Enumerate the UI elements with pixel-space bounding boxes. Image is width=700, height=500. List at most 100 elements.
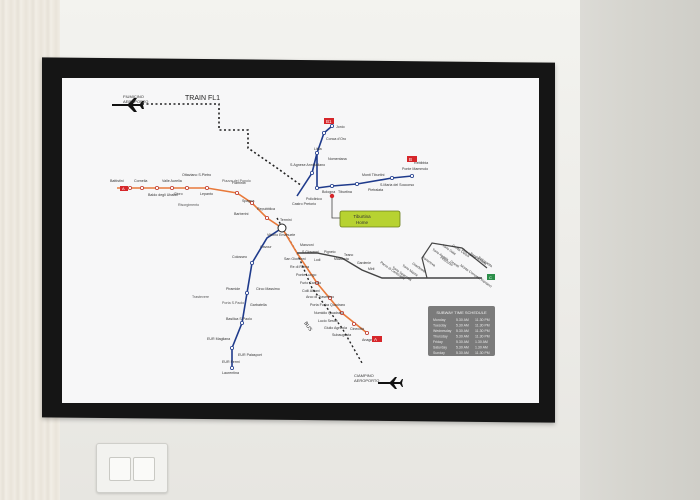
airplane-icon [112,98,144,112]
station-label: EUR Magliana [207,337,230,341]
station-label: Jonio [336,125,345,129]
schedule-day: Friday [433,340,443,344]
fiumicino-label-2: AEROPORTO [123,99,148,104]
landmark-label: Piazza del Popolo [222,179,251,183]
schedule-day: Thursday [433,335,448,339]
station-label: Arco di Travertino [306,295,334,299]
light-switch-left[interactable] [109,457,131,481]
station-label: Subaugusta [332,333,351,337]
station-label: Cavour [260,245,272,249]
station-label: Malatesta [334,257,349,261]
ciampino-label-2: AEROPORTO [354,378,379,383]
station-label: Repubblica [257,207,275,211]
station-label: Baldo degli Ubaldi [148,193,177,197]
station-label: EUR Fermi [222,360,240,364]
station-label: Anagnina [362,338,377,342]
station-label: Finocchio [439,256,453,268]
train-label: TRAIN FL1 [185,95,220,102]
schedule-open: 5.30 AM [456,318,469,322]
station-label: Bologna [322,190,335,194]
station-label: Conca d'Oro [326,137,346,141]
callout-line-2: Home [356,220,369,225]
schedule-close: 11.30 PM [475,335,490,339]
station-label: Monti Tiburtini [362,173,385,177]
station-label: Gardenie [357,261,371,265]
schedule-open: 5.30 AM [456,346,469,350]
train-fl1-line [142,103,303,187]
station-label: Cornelia [134,179,147,183]
station-label: Furio Camillo [300,281,321,285]
line-a-stations [128,186,369,335]
tiburtina-home-callout [339,210,401,228]
station-label: Basilica S.Paolo [226,317,252,321]
line-b-stations [229,124,414,370]
metro-line-c-branch [421,242,488,279]
subway-time-schedule: SUBWAY TIME SCHEDULE Monday 5.30 AM 11.3… [428,306,495,356]
station-label: Teano [344,253,353,257]
station-label: Colli Albani [302,289,320,293]
station-label: Cipro [174,192,183,196]
metro-line-c [297,252,482,279]
station-label: S.Agnese Annibaliano [290,163,325,167]
station-label: Ponte Mammolo [402,167,428,171]
bus-line [276,217,363,364]
station-label: San Giovanni [284,257,306,261]
station-label: Cinecittà [350,327,364,331]
station-label: Barberini [234,212,249,216]
station-label: Manzoni [300,243,314,247]
station-label: Garbatella [250,303,267,307]
station-label: S.Giovanni [302,250,319,254]
schedule-day: Sunday [433,351,445,355]
station-label: Circo Massimo [256,287,280,291]
station-label: Flaminio [232,181,246,185]
station-label: Policlinico [306,197,322,201]
station-label: Pigneto [324,250,336,254]
callout-connector [331,198,340,219]
station-label: Termini [280,218,292,222]
station-label: Pietralata [368,188,383,192]
station-label: Re di Roma [290,265,309,269]
landmark-label: Risorgimento [178,203,199,207]
station-label: Ponte Lungo [296,273,316,277]
schedule-day: Wednesday [433,329,452,333]
metro-map: FIUMICINO AEROPORTO TRAIN FL1 BUS CIAMPI… [110,94,495,389]
line-badge-a-right: A [372,336,382,342]
station-label: Torrenova [421,256,436,268]
station-label: Lodi [314,258,321,262]
schedule-close: 11.30 PM [475,329,490,333]
metro-map-poster: FIUMICINO AEROPORTO TRAIN FL1 BUS CIAMPI… [62,78,539,403]
callout-line-1: Tiburtina [353,214,371,219]
schedule-day: Tuesday [433,324,447,328]
termini-hub [277,223,287,233]
line-badge-a-left: A [120,186,128,191]
schedule-open: 5.30 AM [456,335,469,339]
light-switch-plate[interactable] [96,443,168,493]
schedule-open: 5.30 AM [456,329,469,333]
svg-text:B: B [409,157,412,162]
station-label: Mirti [368,267,375,271]
station-label: EUR Palasport [238,353,262,357]
schedule-open: 5.30 AM [456,340,469,344]
station-label: Giulio Agricola [324,326,347,330]
svg-text:C: C [489,275,492,280]
station-label: Valle Aurelia [162,179,182,183]
station-label: Ottaviano S.Pietro [182,173,211,177]
line-badge-b-top: B1 [324,118,334,124]
svg-text:A: A [122,186,125,191]
station-label: Colosseo [232,255,247,259]
landmark-label: Porta S.Paolo [222,301,244,305]
home-marker [329,193,335,199]
shadowed-wall-corner [580,0,700,500]
line-badge-b-right: B [407,156,417,162]
station-label: Graniti [449,260,460,269]
schedule-open: 5.30 AM [456,351,469,355]
station-label: Porta Furba Quadraro [310,303,345,307]
svg-text:A: A [374,337,377,342]
airplane-icon-ciampino [378,377,403,389]
light-switch-right[interactable] [133,457,155,481]
station-label: Lepanto [200,192,213,196]
station-label: Piramide [226,287,240,291]
schedule-close: 11.30 PM [475,318,490,322]
fiumicino-label-1: FIUMICINO [123,94,144,99]
